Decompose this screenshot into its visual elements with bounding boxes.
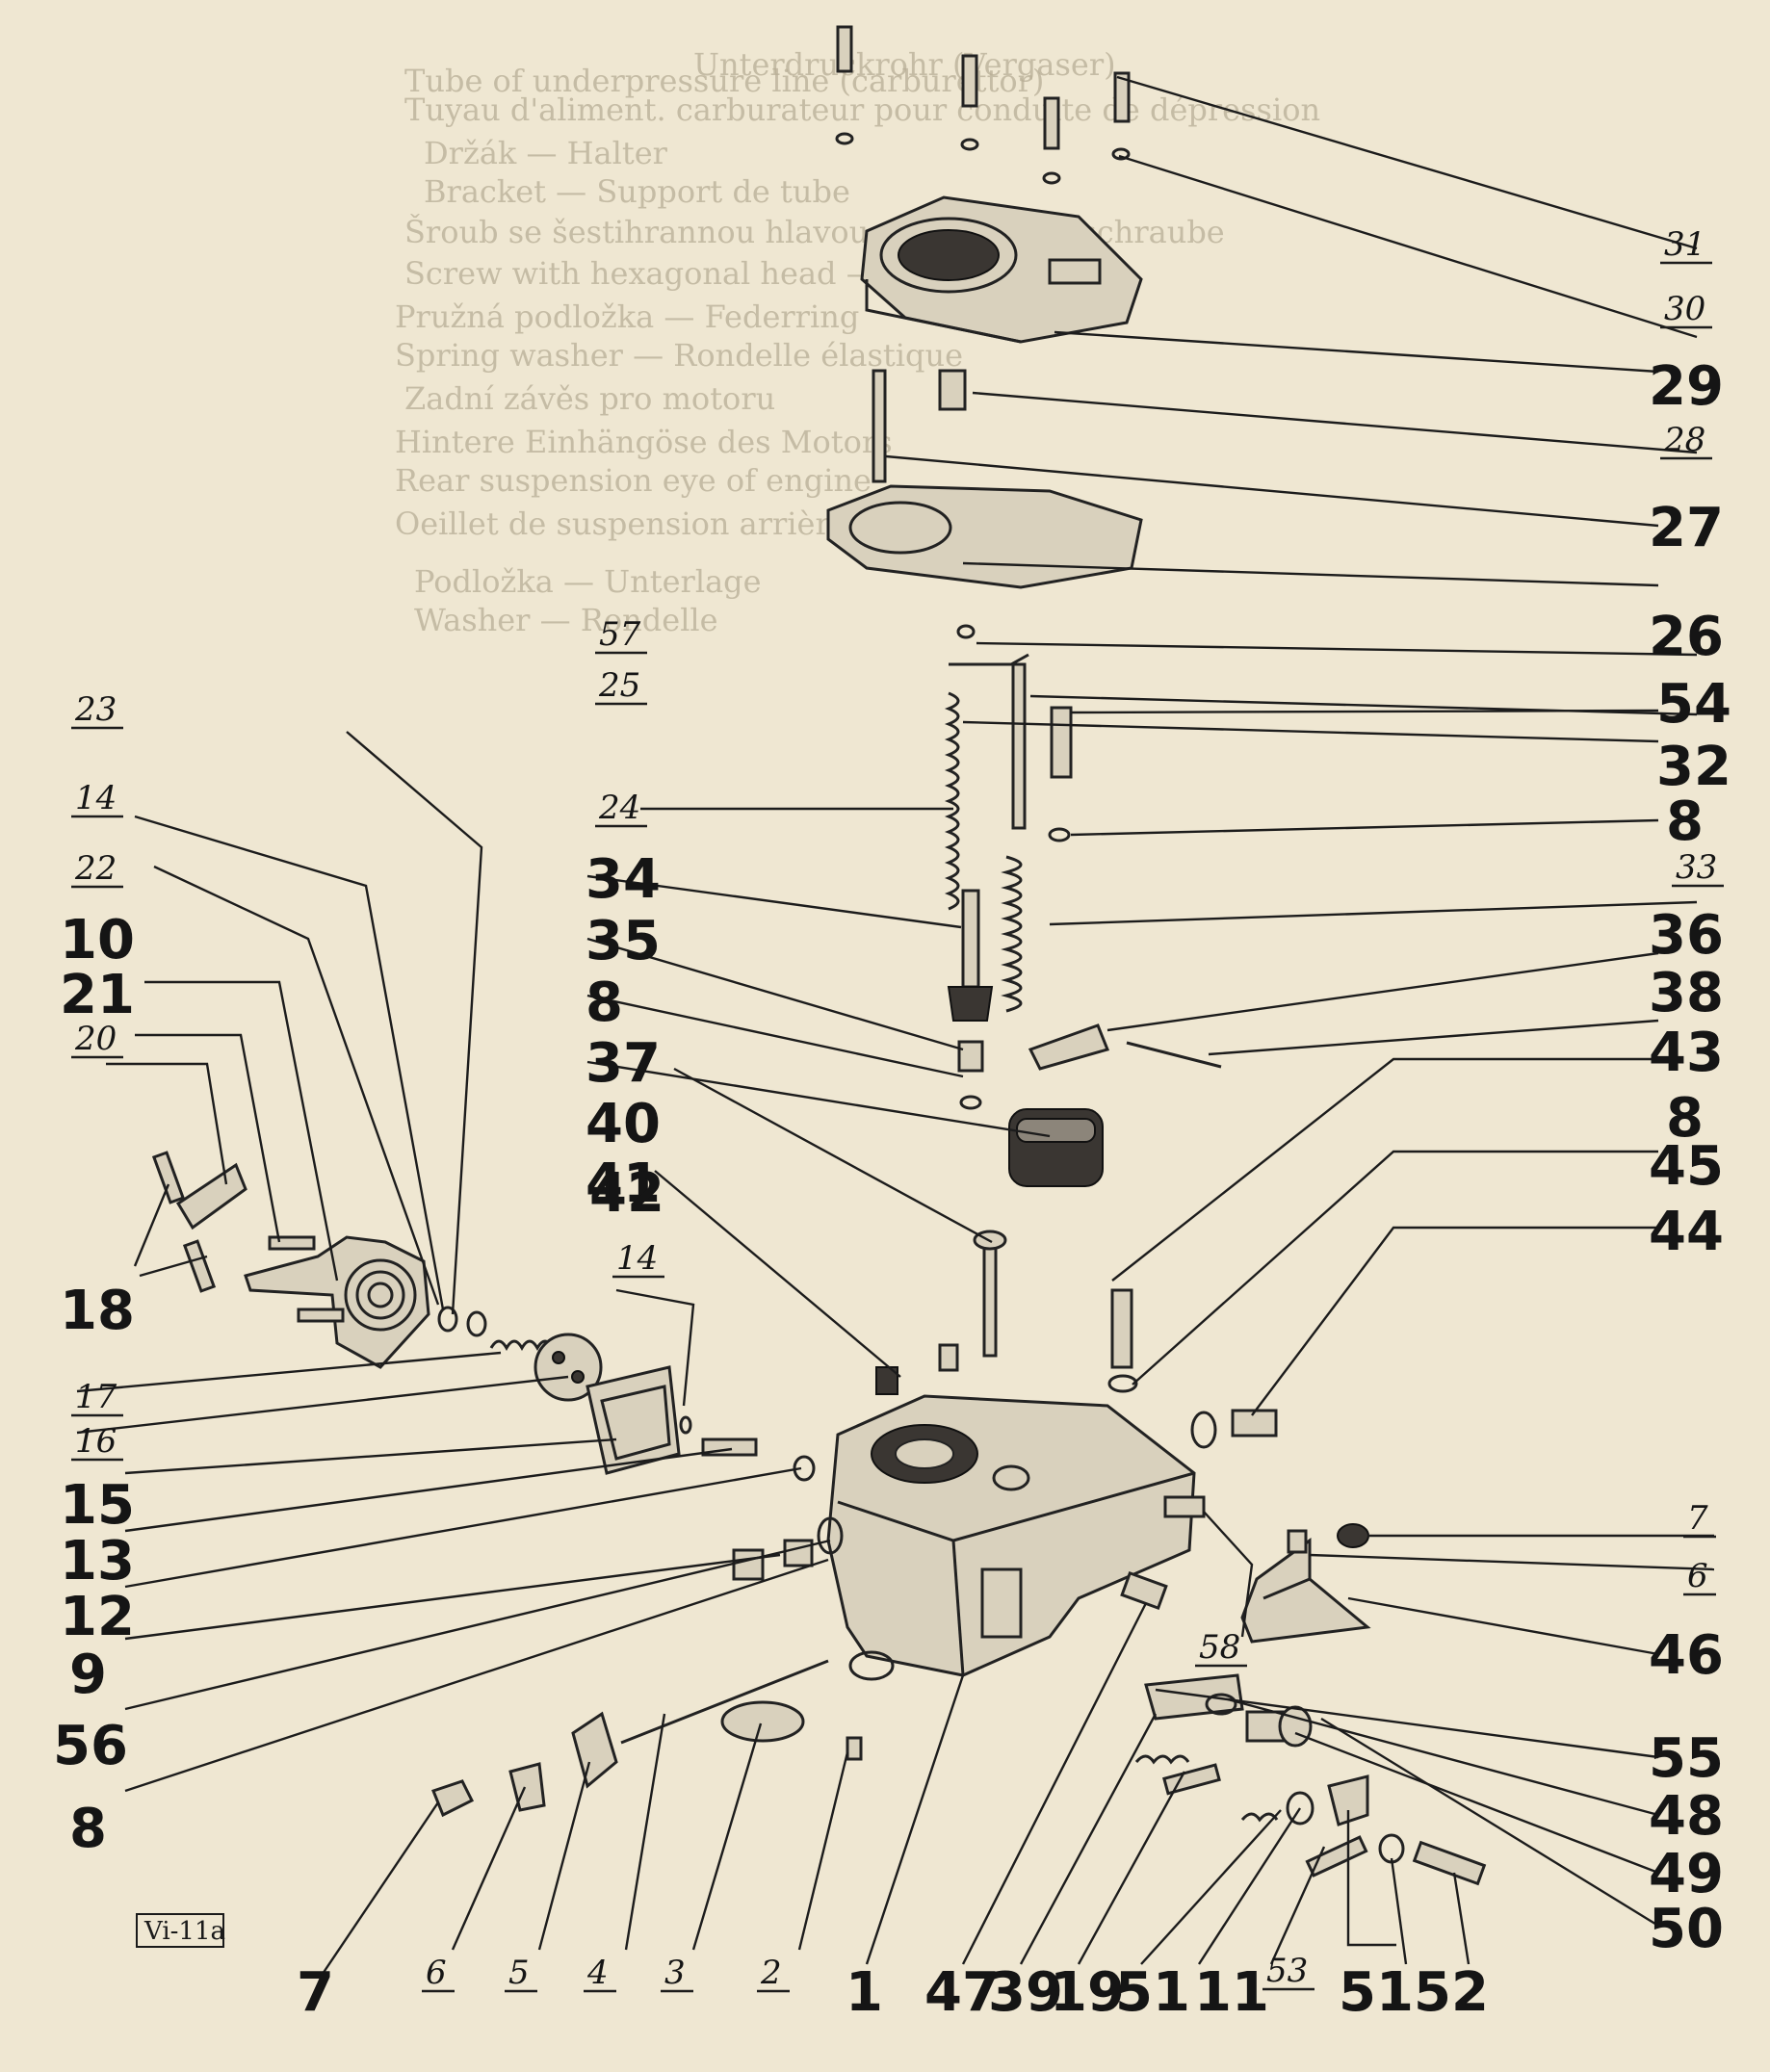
leader-lines bbox=[76, 75, 1715, 1975]
callout-23: 23 bbox=[74, 690, 117, 729]
callout-56: 56 bbox=[53, 1715, 128, 1777]
callout-41: 41 bbox=[586, 1153, 661, 1215]
bleed-through-line: Washer — Rondelle bbox=[414, 602, 718, 638]
callout-4: 4 bbox=[586, 1954, 609, 1992]
callout-1: 1 bbox=[846, 1961, 883, 2024]
callout-43: 43 bbox=[1649, 1022, 1724, 1084]
callout-27: 27 bbox=[1649, 497, 1724, 559]
callout-35: 35 bbox=[586, 910, 661, 972]
bleed-through-line: Zadní závěs pro motoru bbox=[404, 380, 775, 417]
callout-33: 33 bbox=[1676, 848, 1717, 887]
callout-8: 8 bbox=[586, 971, 623, 1034]
callout-17: 17 bbox=[75, 1378, 117, 1416]
callout-49: 49 bbox=[1649, 1843, 1724, 1905]
callout-16: 16 bbox=[75, 1422, 117, 1461]
callout-50: 50 bbox=[1649, 1898, 1724, 1960]
callout-25: 25 bbox=[598, 666, 640, 705]
callout-10: 10 bbox=[60, 909, 135, 971]
callout-19: 19 bbox=[1050, 1961, 1125, 2024]
float bbox=[1008, 1108, 1104, 1187]
top-cover-screws bbox=[835, 25, 1131, 185]
callout-36: 36 bbox=[1649, 904, 1724, 967]
callout-18: 18 bbox=[60, 1280, 135, 1342]
callout-14: 14 bbox=[75, 779, 117, 817]
callout-8: 8 bbox=[1666, 790, 1704, 853]
cover-gasket bbox=[826, 484, 1143, 589]
callout-53: 53 bbox=[1266, 1952, 1308, 1990]
carburettor-body bbox=[826, 1394, 1206, 1681]
callout-2: 2 bbox=[760, 1954, 782, 1992]
callout-31: 31 bbox=[1664, 225, 1705, 264]
callout-45: 45 bbox=[1649, 1135, 1724, 1198]
pin bbox=[872, 369, 887, 483]
callout-7: 7 bbox=[297, 1961, 334, 2024]
bleed-through-line: Hintere Einhängöse des Motors bbox=[395, 424, 893, 460]
callout-51: 51 bbox=[1339, 1961, 1414, 2024]
callout-34: 34 bbox=[586, 848, 661, 911]
callout-54: 54 bbox=[1656, 673, 1731, 736]
float-chamber-cover bbox=[860, 195, 1143, 344]
callout-20: 20 bbox=[74, 1020, 117, 1058]
pump-assembly bbox=[151, 1151, 430, 1369]
bleed-through-line: Pružná podložka — Federring bbox=[395, 298, 859, 335]
callout-39: 39 bbox=[988, 1961, 1063, 2024]
parts-artwork bbox=[151, 25, 1487, 1886]
callout-8: 8 bbox=[69, 1798, 107, 1860]
figure-reference: Vi-11a bbox=[136, 1913, 225, 1948]
callout-7: 7 bbox=[1687, 1499, 1708, 1538]
callout-47: 47 bbox=[924, 1961, 1000, 2024]
callout-21: 21 bbox=[60, 964, 135, 1026]
callout-14: 14 bbox=[616, 1239, 658, 1278]
bleed-through-line: Spring washer — Rondelle élastique bbox=[395, 337, 963, 374]
callout-44: 44 bbox=[1649, 1201, 1724, 1263]
bleed-through-line: Unterdruckrohr (Vergaser) bbox=[693, 46, 1116, 83]
callout-22: 22 bbox=[74, 849, 117, 888]
bleed-through-line: Tube of underpressure line (carburettor) bbox=[404, 63, 1044, 99]
bleed-through-line: Rear suspension eye of engine bbox=[395, 462, 872, 499]
callout-28: 28 bbox=[1663, 421, 1705, 459]
callout-11: 11 bbox=[1194, 1961, 1269, 2024]
callout-24: 24 bbox=[598, 789, 640, 827]
callout-29: 29 bbox=[1649, 355, 1724, 418]
callout-12: 12 bbox=[60, 1586, 135, 1648]
callout-8: 8 bbox=[1666, 1087, 1704, 1150]
callout-37: 37 bbox=[586, 1032, 661, 1095]
callout-48: 48 bbox=[1649, 1785, 1724, 1848]
callout-38: 38 bbox=[1649, 962, 1724, 1024]
callout-3: 3 bbox=[664, 1954, 686, 1992]
callout-6: 6 bbox=[1687, 1557, 1708, 1595]
callout-57: 57 bbox=[599, 615, 641, 654]
figure-ref-label: Vi-11a bbox=[143, 1917, 225, 1946]
callout-26: 26 bbox=[1649, 606, 1724, 668]
bleed-through-line: Držák — Halter bbox=[424, 135, 668, 171]
callout-6: 6 bbox=[426, 1954, 447, 1992]
callout-32: 32 bbox=[1656, 736, 1731, 798]
callout-51: 51 bbox=[1115, 1961, 1190, 2024]
callout-9: 9 bbox=[69, 1644, 107, 1706]
callout-52: 52 bbox=[1414, 1961, 1489, 2024]
callout-46: 46 bbox=[1649, 1624, 1724, 1687]
callout-58: 58 bbox=[1199, 1628, 1240, 1667]
bleed-through-line: Bracket — Support de tube bbox=[424, 173, 850, 210]
callout-15: 15 bbox=[60, 1474, 135, 1537]
bleed-through-line: Screw with hexagonal head — Vis bbox=[404, 255, 934, 292]
bleed-through-line: Tuyau d'aliment. carburateur pour condui… bbox=[404, 91, 1320, 128]
spring-33 bbox=[1001, 855, 1023, 1013]
callout-30: 30 bbox=[1664, 290, 1705, 328]
callout-42: 42 bbox=[589, 1162, 664, 1225]
bleed-through-line: Podložka — Unterlage bbox=[414, 563, 762, 600]
callout-40: 40 bbox=[586, 1093, 661, 1155]
callout-5: 5 bbox=[508, 1954, 530, 1992]
callout-55: 55 bbox=[1649, 1727, 1724, 1790]
callout-13: 13 bbox=[60, 1530, 135, 1593]
spring-24 bbox=[944, 691, 960, 911]
